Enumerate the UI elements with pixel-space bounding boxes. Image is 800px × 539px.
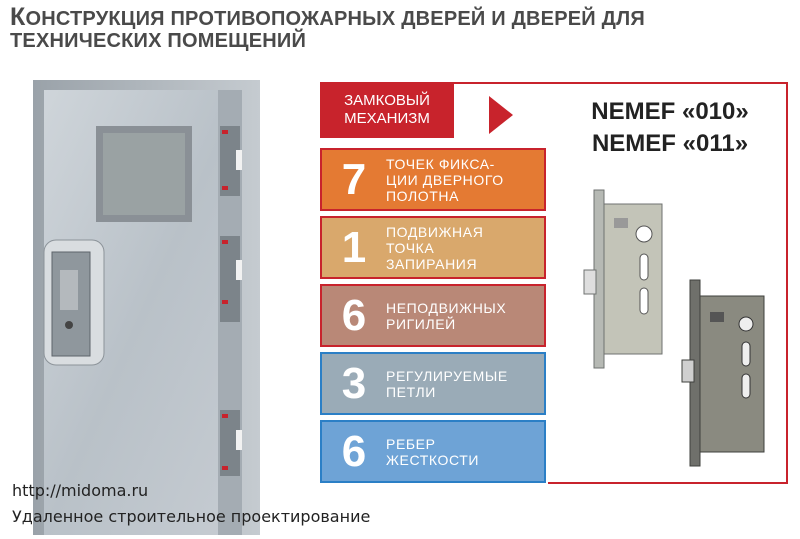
bolt-bottom <box>220 410 240 476</box>
door-window-glass <box>103 133 185 215</box>
frame-top-line <box>452 82 552 84</box>
site-url: http://midoma.ru <box>12 481 149 500</box>
page-title: КОНСТРУКЦИЯ ПРОТИВОПОЖАРНЫХ ДВЕРЕЙ И ДВЕ… <box>10 3 790 53</box>
title-line-1: КОНСТРУКЦИЯ ПРОТИВОПОЖАРНЫХ ДВЕРЕЙ И ДВЕ… <box>10 3 645 31</box>
lock-models: NEMEF «010» NEMEF «011» <box>560 96 780 160</box>
door-illustration <box>33 80 260 535</box>
lock-011-icon <box>681 279 765 467</box>
bolt-top <box>220 126 240 196</box>
lock-frame <box>548 82 788 484</box>
lock-mechanism-label: ЗАМКОВЫЙ МЕХАНИЗМ <box>320 82 454 138</box>
title-line-2: ТЕХНИЧЕСКИХ ПОМЕЩЕНИЙ <box>10 30 307 52</box>
model-2: NEMEF «011» <box>591 130 749 157</box>
model-1: NEMEF «010» <box>591 98 749 125</box>
arrow-right-icon <box>489 96 513 134</box>
lock-010-icon <box>583 189 663 369</box>
lock-images <box>583 189 765 467</box>
site-note: Удаленное строительное проектирование <box>12 507 371 526</box>
